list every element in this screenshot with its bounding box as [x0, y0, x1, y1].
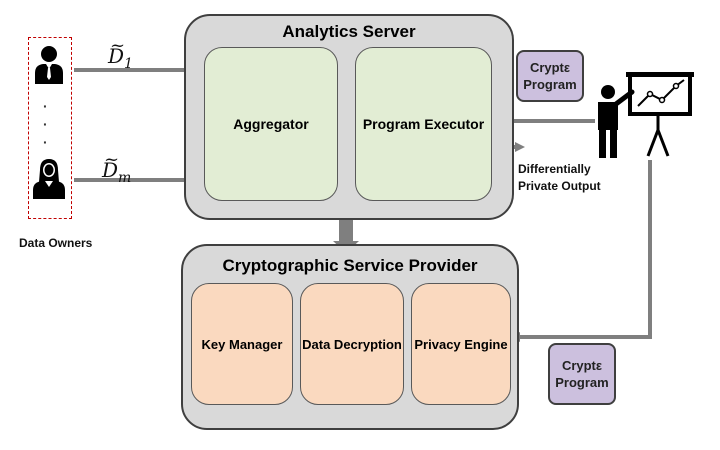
dp-output-label: Differentially Private Output: [518, 162, 601, 193]
analytics-server-title: Analytics Server: [282, 22, 416, 41]
program-bottom-line2: Program: [555, 375, 609, 390]
csp-panel: Cryptographic Service Provider Key Manag…: [181, 244, 519, 430]
data-owners-label: Data Owners: [19, 236, 93, 250]
d1-label: ~D1: [108, 35, 133, 72]
program-bottom-line1: Cryptε: [561, 358, 603, 373]
csp-title: Cryptographic Service Provider: [222, 256, 478, 275]
dm-label: ~Dm: [102, 149, 132, 186]
vertical-dot-1: ·: [43, 98, 48, 114]
data-decryption-module: Data Decryption: [300, 283, 404, 405]
vertical-dot-2: ·: [43, 116, 48, 132]
arrow-analyst-to-privacy-engine: [510, 160, 652, 342]
program-top-line1: Cryptε: [529, 60, 571, 75]
crypte-program-box-bottom: Cryptε Program: [548, 343, 616, 405]
privacy-engine-module: Privacy Engine: [411, 283, 511, 405]
presenter-icon: [598, 72, 694, 158]
vertical-dot-3: ·: [43, 134, 48, 150]
key-manager-module: Key Manager: [191, 283, 293, 405]
program-executor-module: Program Executor: [355, 47, 492, 201]
crypte-program-box-top: Cryptε Program: [516, 50, 584, 102]
data-owners-group: [28, 37, 72, 219]
program-top-line2: Program: [523, 77, 577, 92]
woman-icon: [33, 159, 65, 199]
man-icon: [35, 46, 63, 84]
analytics-server-panel: Analytics Server Aggregator Program Exec…: [184, 14, 514, 220]
aggregator-module: Aggregator: [204, 47, 338, 201]
